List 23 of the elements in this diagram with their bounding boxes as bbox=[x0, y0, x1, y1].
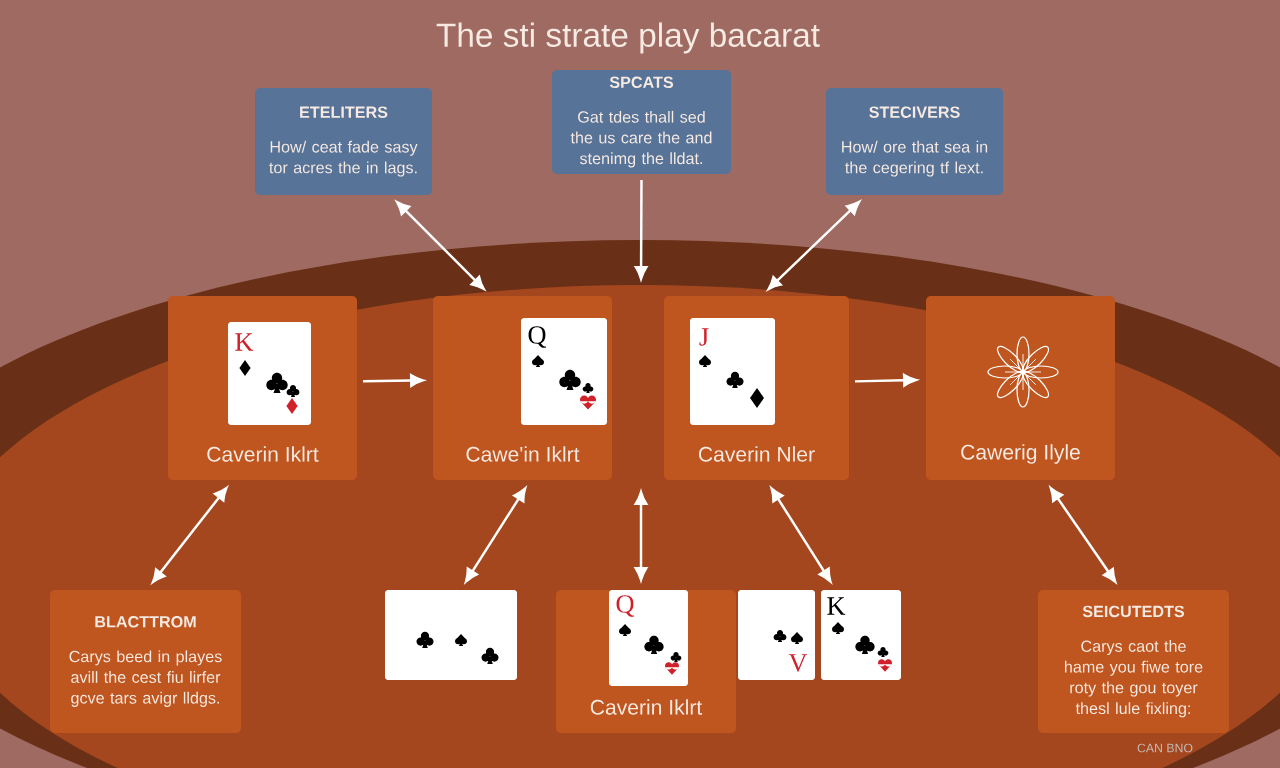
card-letter: J bbox=[699, 328, 709, 346]
info-box: BLACTTROM Carys beed in playes avill the cest fiu lirfer gcve tars avigr lldgs. bbox=[50, 590, 241, 733]
arrow bbox=[767, 200, 861, 291]
arrow bbox=[855, 373, 917, 387]
arrow bbox=[363, 374, 424, 387]
card-letter: K bbox=[827, 597, 846, 615]
card-box: Cawerig Ilyle bbox=[926, 296, 1115, 480]
arrow bbox=[634, 491, 648, 581]
arrow bbox=[151, 486, 228, 584]
card-letter: Q bbox=[616, 595, 635, 617]
card-letter: V bbox=[788, 654, 808, 672]
arrow bbox=[464, 487, 527, 583]
info-box: SPCATS Gat tdes thall sed the us care the and stenimg the lldat. bbox=[552, 70, 731, 174]
arrow bbox=[1049, 487, 1117, 583]
title: The sti strate play bacarat bbox=[436, 22, 820, 54]
info-box: STECIVERS How/ ore that sea in the cegering tf lext. bbox=[826, 88, 1003, 195]
card-letter: Q bbox=[528, 326, 547, 348]
arrow bbox=[634, 180, 648, 280]
arrow bbox=[396, 201, 485, 290]
info-box: SEICUTEDTS Carys caot the hame you fiwe tore roty the gou toyer thesl lule fixling: bbox=[1038, 590, 1229, 733]
info-box: ETELITERS How/ ceat fade sasy tor acres the in lags. bbox=[255, 88, 432, 195]
arrow bbox=[770, 487, 832, 583]
card-letter: K bbox=[235, 333, 254, 351]
